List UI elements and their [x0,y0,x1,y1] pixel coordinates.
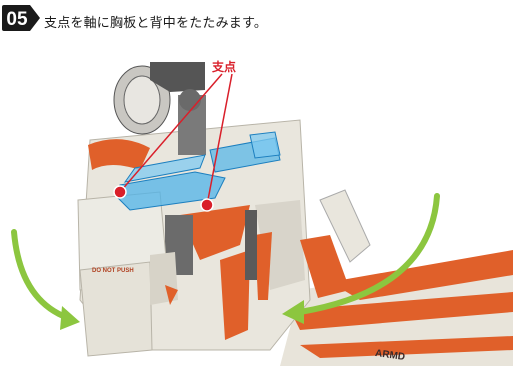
pivot-label: 支点 [212,60,237,74]
left-shoulder [77,191,178,357]
wing [280,250,513,366]
pivot-callout [113,73,233,212]
curved-arrow-down-left-icon [282,193,440,324]
step-number: 05 [6,9,28,30]
step-badge: 05 [2,5,40,31]
curved-arrow-down-right-icon [11,229,80,330]
pivot-point-left [113,185,127,199]
pivot-point-right [200,198,214,212]
chest-plate-highlight [114,131,281,211]
step-instruction: 支点を軸に胸板と背中をたたみます。 [44,16,268,31]
shoulder-marking: DO NOT PUSH [92,268,134,274]
head-sensor [113,62,206,155]
back-flap [300,189,371,298]
